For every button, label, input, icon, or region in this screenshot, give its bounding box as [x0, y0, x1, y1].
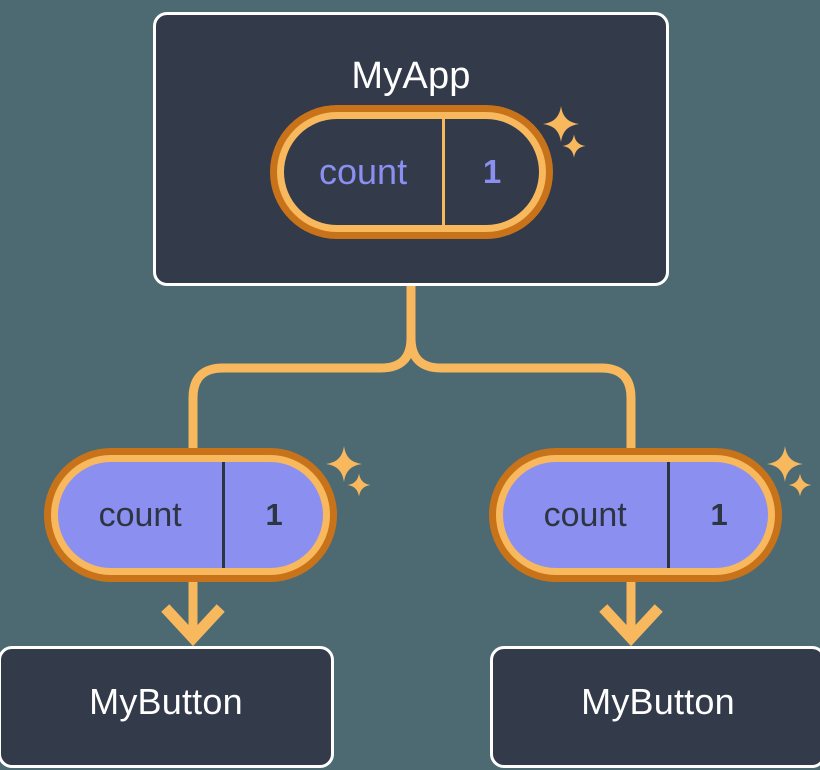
state-pill-body: count 1 — [284, 119, 539, 225]
state-pill-value: 1 — [667, 462, 768, 568]
arrow-left-head — [161, 604, 225, 647]
state-pill-myapp[interactable]: count 1 — [270, 105, 553, 239]
state-pill-key: count — [543, 495, 627, 534]
connector-trunk-split — [406, 281, 636, 475]
state-pill-ring: count 1 — [496, 455, 775, 575]
state-pill-child-left[interactable]: count 1 — [44, 448, 337, 582]
state-pill-value: 1 — [442, 119, 539, 225]
mybutton-label: MyButton — [89, 681, 243, 722]
state-pill-ring: count 1 — [51, 455, 330, 575]
page-title: MyApp — [351, 55, 471, 97]
mybutton-card-right[interactable]: MyButton — [490, 646, 820, 768]
mybutton-label: MyButton — [581, 681, 735, 722]
state-pill-value: 1 — [222, 462, 323, 568]
state-pill-body: count 1 — [503, 462, 768, 568]
connector-trunk-split-left — [188, 333, 416, 475]
state-pill-child-right[interactable]: count 1 — [489, 448, 782, 582]
state-pill-key: count — [98, 495, 182, 534]
arrow-right-head — [599, 604, 663, 647]
mybutton-card-left[interactable]: MyButton — [0, 646, 334, 768]
state-pill-key: count — [319, 151, 408, 192]
state-pill-body: count 1 — [58, 462, 323, 568]
state-pill-ring: count 1 — [277, 112, 546, 232]
